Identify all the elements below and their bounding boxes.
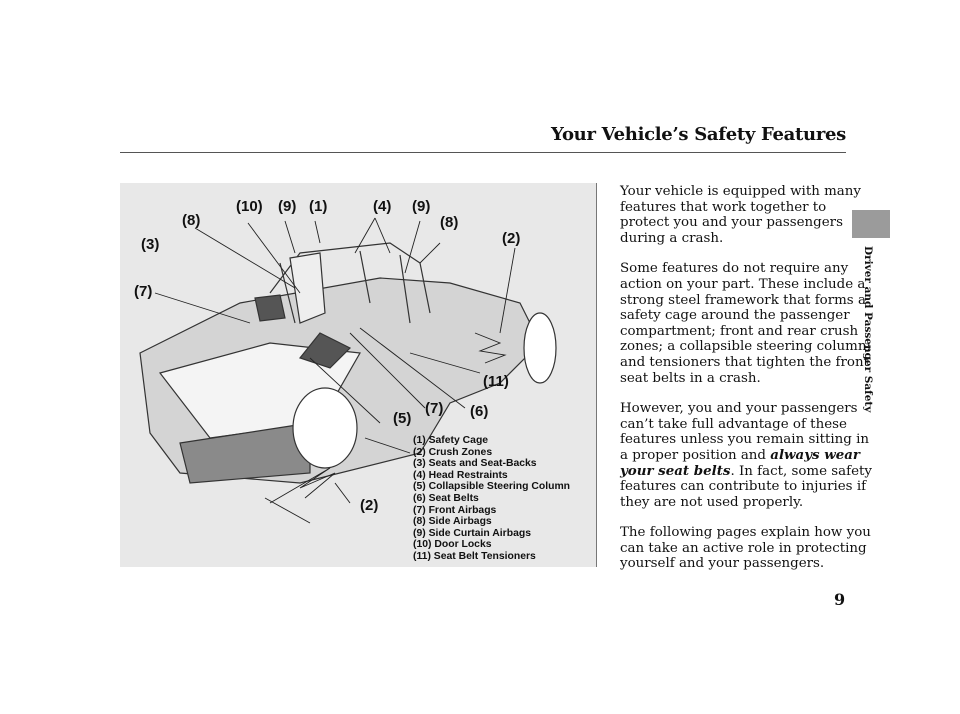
callout-safety-cage: (1)	[309, 198, 328, 215]
callout-front-airbags: (7)	[134, 283, 153, 300]
text-line: features can contribute to injuries if	[620, 479, 867, 495]
section-side-label: Driver and Passenger Safety	[862, 246, 874, 413]
callout-side-airbags: (8)	[440, 214, 459, 231]
callout-head-restraints: (4)	[373, 198, 392, 215]
callout-side-curtain-airbags-2: (9)	[412, 198, 431, 215]
text-line: a proper position and	[620, 447, 771, 463]
text-line: can take an active role in protecting	[620, 540, 867, 556]
page-title: Your Vehicle’s Safety Features	[550, 124, 846, 145]
legend-item: (3) Seats and Seat-Backs	[413, 458, 537, 470]
column-divider	[596, 183, 597, 567]
legend-item: (2) Crush Zones	[413, 446, 493, 458]
callout-front-airbags-2: (7)	[425, 400, 444, 417]
text-line: compartment; front and rear crush	[620, 323, 859, 339]
callout-steering-column: (5)	[393, 410, 412, 427]
text-line: safety cage around the passenger	[620, 308, 850, 324]
section-tab-marker	[852, 210, 890, 238]
text-line: action on your part. These include a	[620, 276, 866, 292]
emphasis-text: always wear	[770, 446, 860, 463]
legend-item: (7) Front Airbags	[413, 504, 497, 516]
callout-door-locks: (10)	[236, 198, 263, 215]
header-rule	[120, 152, 846, 153]
text-line: and tensioners that tighten the front	[620, 354, 869, 370]
callout-seats: (3)	[141, 236, 160, 253]
text-line: However, you and your passengers	[620, 401, 858, 417]
car-cutaway-illustration	[139, 217, 557, 524]
callout-seat-belts: (6)	[470, 403, 489, 420]
text-line: Your vehicle is equipped with many	[620, 184, 861, 199]
legend-item: (8) Side Airbags	[413, 516, 492, 528]
legend-item: (11) Seat Belt Tensioners	[413, 550, 536, 562]
body-text: Your vehicle is equipped with many featu…	[620, 184, 872, 587]
callout-crush-zones: (2)	[502, 230, 521, 247]
paragraph-passive-features: Some features do not require any action …	[620, 261, 871, 386]
callout-belt-tensioners: (11)	[483, 373, 509, 390]
text-line: features unless you remain sitting in	[620, 432, 870, 448]
legend-item: (5) Collapsible Steering Column	[413, 481, 571, 493]
callout-side-airbags-2: (8)	[182, 212, 201, 229]
text-line: seat belts in a crash.	[620, 370, 761, 386]
paragraph-seat-belts: However, you and your passengers can’t t…	[620, 401, 872, 510]
legend-item: (4) Head Restraints	[413, 469, 508, 481]
text-line: during a crash.	[620, 230, 724, 246]
legend-item: (10) Door Locks	[413, 539, 492, 551]
paragraph-intro: Your vehicle is equipped with many featu…	[620, 184, 861, 246]
text-line: Some features do not require any	[620, 261, 849, 277]
legend-item: (9) Side Curtain Airbags	[413, 527, 531, 539]
text-line: can’t take full advantage of these	[620, 416, 847, 432]
callout-crush-zones-2: (2)	[360, 497, 379, 514]
text-line: strong steel framework that forms a	[620, 292, 866, 308]
callout-side-curtain-airbags: (9)	[278, 198, 297, 215]
emphasis-text: your seat belts	[620, 462, 731, 479]
page-number: 9	[834, 590, 846, 609]
text-line: protect you and your passengers	[620, 215, 843, 231]
text-line: yourself and your passengers.	[620, 556, 825, 572]
text-line: . In fact, some safety	[730, 463, 872, 479]
paragraph-following-pages: The following pages explain how you can …	[620, 525, 871, 572]
text-line: features that work together to	[620, 199, 827, 215]
text-line: The following pages explain how you	[620, 525, 871, 541]
text-line: zones; a collapsible steering column;	[620, 339, 871, 355]
legend-item: (1) Safety Cage	[413, 435, 489, 446]
figure-legend: (1) Safety Cage (2) Crush Zones (3) Seat…	[413, 435, 570, 563]
text-line: they are not used properly.	[620, 494, 804, 510]
legend-item: (6) Seat Belts	[413, 492, 479, 504]
